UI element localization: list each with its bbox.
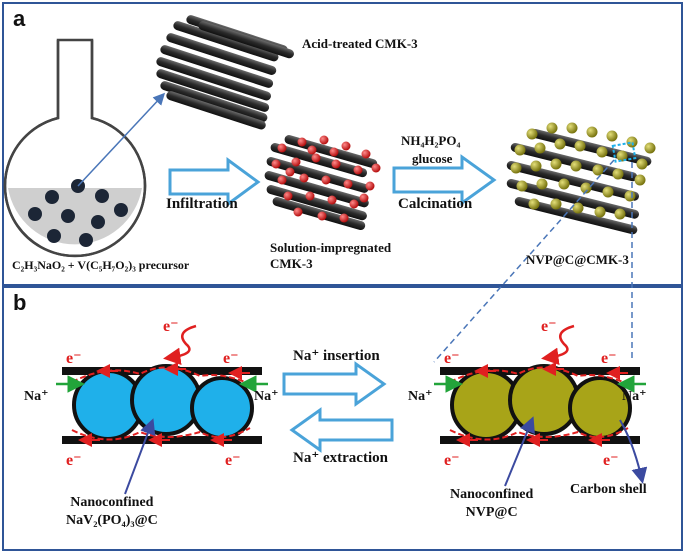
- left-caption: Nanoconfined NaV₂(PO₄)₃@C: [66, 494, 158, 530]
- left-channel: [56, 324, 268, 495]
- solution-impregnated-label: Solution-impregnated CMK-3: [270, 240, 391, 272]
- insertion-arrow: [282, 361, 387, 407]
- zoom-box: [611, 141, 637, 163]
- panel-b-frame: [2, 286, 683, 551]
- infiltration-label: Infiltration: [166, 196, 238, 212]
- electron-label: e⁻: [163, 318, 179, 335]
- carbon-shell-label: Carbon shell: [570, 482, 647, 497]
- electron-label: e⁻: [601, 350, 617, 367]
- product-label: NVP@C@CMK-3: [526, 252, 629, 267]
- cmk3-rod-bundle: [156, 15, 294, 130]
- sodium-label: Na⁺: [254, 389, 279, 404]
- panel-a-frame: [2, 2, 683, 286]
- zoom-line-left: [433, 159, 615, 363]
- sodium-label: Na⁺: [408, 389, 433, 404]
- left-caption-line-2: NaV₂(PO₄)₃@C: [66, 513, 158, 528]
- solution-line-1: Solution-impregnated: [270, 240, 392, 255]
- solution-line-2: CMK-3: [270, 256, 313, 271]
- reagent-label-1: NH₄H₂PO₄: [401, 133, 461, 148]
- acid-treated-label: Acid-treated CMK-3: [302, 36, 418, 51]
- precursor-label: C₂H₃NaO₂ + V(C₅H₇O₂)₃ precursor: [12, 258, 190, 272]
- calcination-arrow: [392, 154, 497, 206]
- flask: [3, 38, 147, 258]
- panel-a-label: a: [13, 6, 26, 31]
- impregnated-cmk3: [264, 135, 381, 231]
- right-channel: [434, 324, 648, 487]
- right-caption: Nanoconfined NVP@C: [450, 486, 533, 522]
- right-caption-line-1: Nanoconfined: [450, 487, 534, 502]
- nvp-c-cmk3: [506, 122, 656, 235]
- reagent-label-2: glucose: [412, 151, 453, 166]
- electron-label: e⁻: [541, 318, 557, 335]
- electron-label: e⁻: [223, 350, 239, 367]
- sodium-label: Na⁺: [622, 389, 647, 404]
- left-caption-line-1: Nanoconfined: [70, 495, 154, 510]
- electron-label: e⁻: [66, 452, 82, 469]
- extraction-arrow: [289, 407, 394, 453]
- right-caption-line-2: NVP@C: [465, 505, 518, 520]
- electron-label: e⁻: [225, 452, 241, 469]
- insertion-label: Na⁺ insertion: [293, 348, 380, 364]
- electron-label: e⁻: [66, 350, 82, 367]
- panel-b-label: b: [13, 290, 27, 315]
- electron-label: e⁻: [444, 350, 460, 367]
- zoom-line: [77, 92, 166, 187]
- calcination-label: Calcination: [398, 196, 473, 212]
- electron-label: e⁻: [603, 452, 619, 469]
- infiltration-arrow: [168, 157, 261, 207]
- electron-label: e⁻: [444, 452, 460, 469]
- extraction-label: Na⁺ extraction: [293, 450, 388, 466]
- sodium-label: Na⁺: [24, 389, 49, 404]
